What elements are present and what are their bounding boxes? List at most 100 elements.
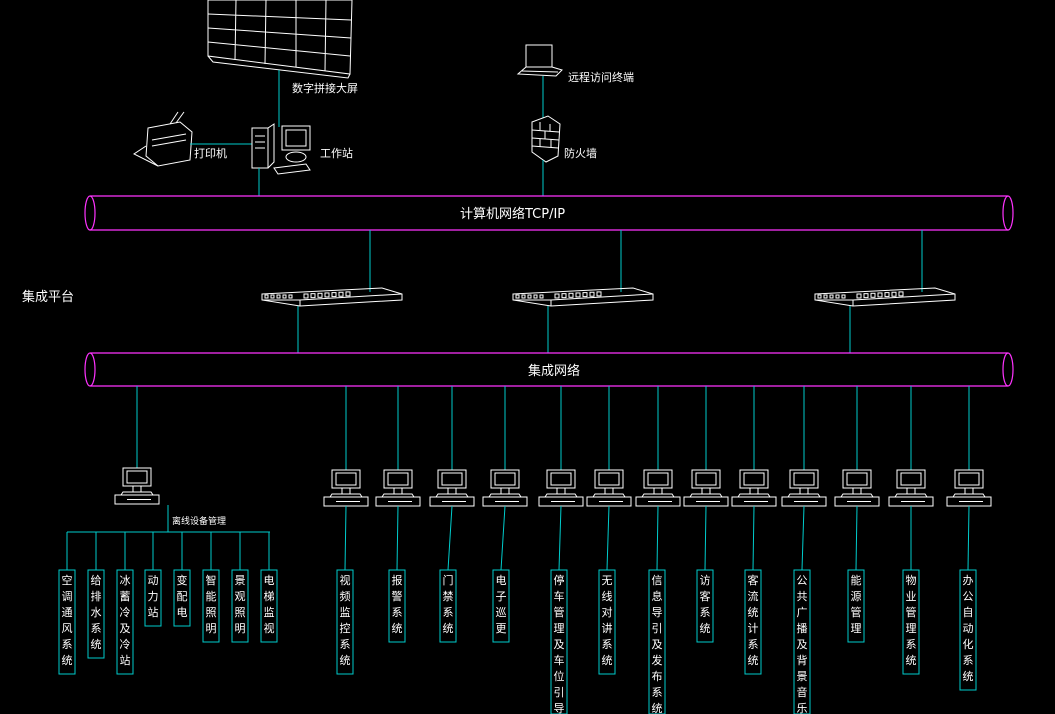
system-box-char: 发 — [652, 653, 663, 667]
system-box-char: 统 — [443, 622, 454, 635]
sub-system-box-char: 通 — [62, 606, 73, 619]
system-box-char: 能 — [851, 573, 862, 587]
system-box-char: 引 — [652, 621, 663, 635]
system-downlink — [967, 505, 970, 571]
system-box-char: 管 — [851, 605, 862, 619]
sub-system-box-char: 视 — [264, 621, 275, 635]
network-switch-icon — [814, 287, 956, 307]
sub-system-box-char: 及 — [120, 622, 131, 635]
system-box-char: 播 — [797, 621, 808, 635]
sub-system-box-char: 排 — [91, 589, 102, 603]
system-box-char: 统 — [748, 654, 759, 667]
system-box-char: 统 — [340, 654, 351, 667]
sub-system-box-char: 力 — [148, 590, 159, 603]
system-box-char: 管 — [906, 605, 917, 619]
tcpip-bus-label: 计算机网络TCP/IP — [460, 206, 565, 222]
system-box-char: 信 — [652, 574, 663, 587]
monitor-icon — [323, 469, 369, 507]
sub-system-box-char: 系 — [91, 622, 102, 635]
sub-system-box-char: 能 — [206, 589, 217, 603]
video-wall-label: 数字拼接大屏 — [292, 81, 358, 95]
sub-system-box: 变配电 — [173, 569, 191, 627]
system-box-char: 统 — [652, 702, 663, 714]
sub-system-box-char: 蓄 — [120, 590, 131, 603]
remote-terminal-label: 远程访问终端 — [568, 70, 634, 84]
system-box-char: 公 — [963, 590, 974, 603]
system-box-char: 监 — [340, 606, 351, 619]
system-box-char: 统 — [963, 670, 974, 683]
sub-system-box-char: 照 — [206, 606, 217, 619]
system-box-char: 视 — [340, 573, 351, 587]
system-box-char: 源 — [851, 589, 862, 603]
system-box-char: 子 — [496, 590, 507, 603]
system-box-char: 系 — [748, 638, 759, 651]
system-box-char: 电 — [496, 574, 507, 587]
system-downlink — [855, 505, 858, 571]
system-box-char: 对 — [602, 605, 613, 619]
system-box-char: 无 — [602, 574, 613, 587]
sub-system-box-char: 统 — [91, 638, 102, 651]
system-box-char: 导 — [554, 702, 565, 714]
system-box-char: 理 — [554, 622, 565, 635]
monitor-icon — [375, 469, 421, 507]
monitor-icon — [683, 469, 729, 507]
system-box-char: 布 — [652, 670, 663, 683]
system-box-char: 系 — [700, 606, 711, 619]
system-box-char: 办 — [963, 574, 974, 587]
sub-system-box-char: 冷 — [120, 606, 131, 619]
monitor-icon — [635, 469, 681, 507]
monitor-icon — [538, 469, 584, 507]
monitor-icon — [429, 469, 475, 507]
workstation-label: 工作站 — [320, 146, 353, 160]
sub-system-box: 动力站 — [144, 569, 162, 627]
offline-mgmt-label: 离线设备管理 — [172, 515, 226, 527]
integration-bus-label: 集成网络 — [528, 363, 580, 379]
printer-icon — [133, 111, 193, 167]
system-box-char: 公 — [797, 574, 808, 587]
system-box-char: 停 — [554, 573, 565, 587]
system-box-char: 讲 — [602, 621, 613, 635]
video-wall-icon — [207, 0, 353, 79]
sub-system-box-char: 变 — [177, 573, 188, 587]
system-downlink — [447, 505, 453, 571]
system-box-char: 共 — [797, 590, 808, 603]
network-switch-icon — [261, 287, 403, 307]
system-downlink — [656, 505, 659, 571]
sub-system-box-char: 动 — [148, 574, 159, 587]
system-box-char: 管 — [554, 605, 565, 619]
sub-system-box-char: 站 — [120, 653, 131, 667]
system-box-char: 理 — [851, 622, 862, 635]
sub-system-box-char: 照 — [235, 606, 246, 619]
system-box-char: 息 — [652, 589, 663, 603]
printer-label: 打印机 — [194, 146, 227, 160]
system-box-char: 统 — [748, 606, 759, 619]
system-box-char: 系 — [443, 606, 454, 619]
monitor-icon — [731, 469, 777, 507]
desktop-tower-icon — [251, 123, 311, 175]
system-box-char: 音 — [797, 685, 808, 699]
system-box-char: 警 — [392, 589, 403, 603]
sub-system-box-char: 明 — [206, 622, 217, 635]
system-box-char: 统 — [906, 654, 917, 667]
system-box-char: 控 — [340, 621, 351, 635]
system-downlink — [606, 505, 610, 571]
system-box-char: 客 — [700, 589, 711, 603]
system-box-char: 频 — [340, 589, 351, 603]
tcpip-bus — [84, 195, 1014, 231]
system-box-char: 报 — [392, 573, 403, 587]
sub-system-box-char: 景 — [235, 574, 246, 587]
